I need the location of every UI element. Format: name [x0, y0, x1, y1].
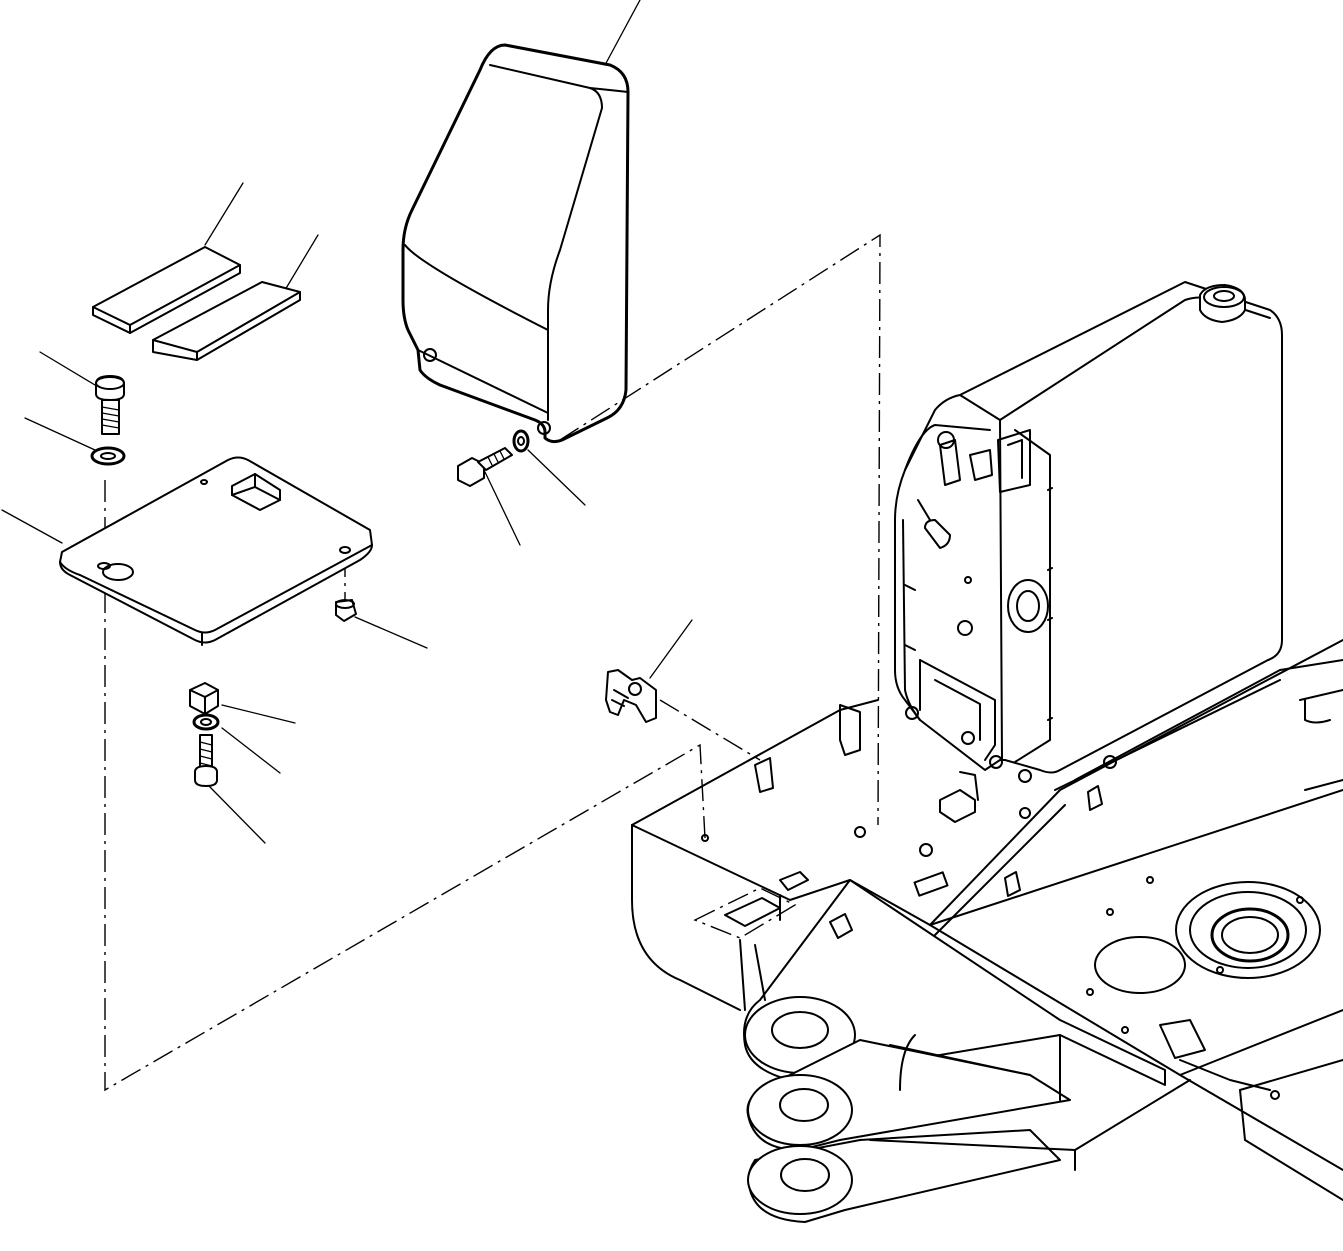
seat-back-cushion — [401, 43, 630, 444]
washer-top — [90, 446, 126, 466]
washer-bottom — [192, 713, 220, 731]
leader-lines — [1, 0, 693, 844]
alignment-lines — [104, 233, 881, 1092]
cushion-washer — [512, 429, 530, 453]
pads — [92, 246, 301, 361]
latch-clip — [605, 669, 657, 723]
fuel-tank — [894, 281, 1283, 783]
cover-plate — [59, 456, 373, 646]
bolt-top — [95, 375, 125, 435]
bumper-stop — [335, 599, 357, 622]
screw-bottom — [194, 734, 218, 787]
cushion-bolt — [457, 447, 513, 487]
clip-nut — [189, 682, 219, 715]
revolving-frame — [631, 639, 1343, 1223]
